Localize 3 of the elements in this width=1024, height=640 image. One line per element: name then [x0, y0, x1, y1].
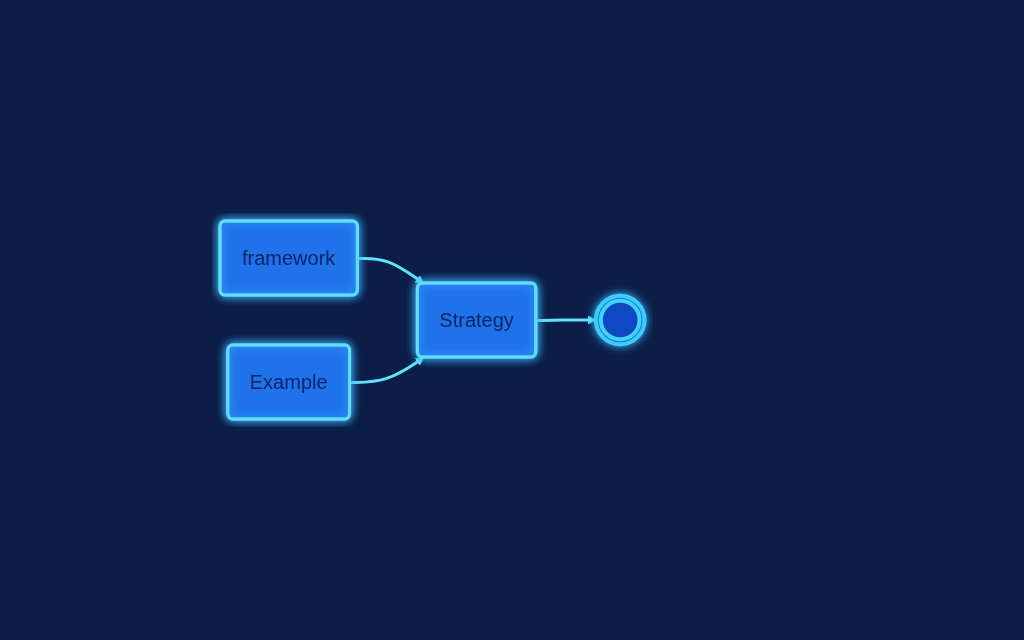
arrow: [350, 357, 425, 384]
node-circle: [593, 293, 647, 347]
arrow: [357, 256, 425, 284]
